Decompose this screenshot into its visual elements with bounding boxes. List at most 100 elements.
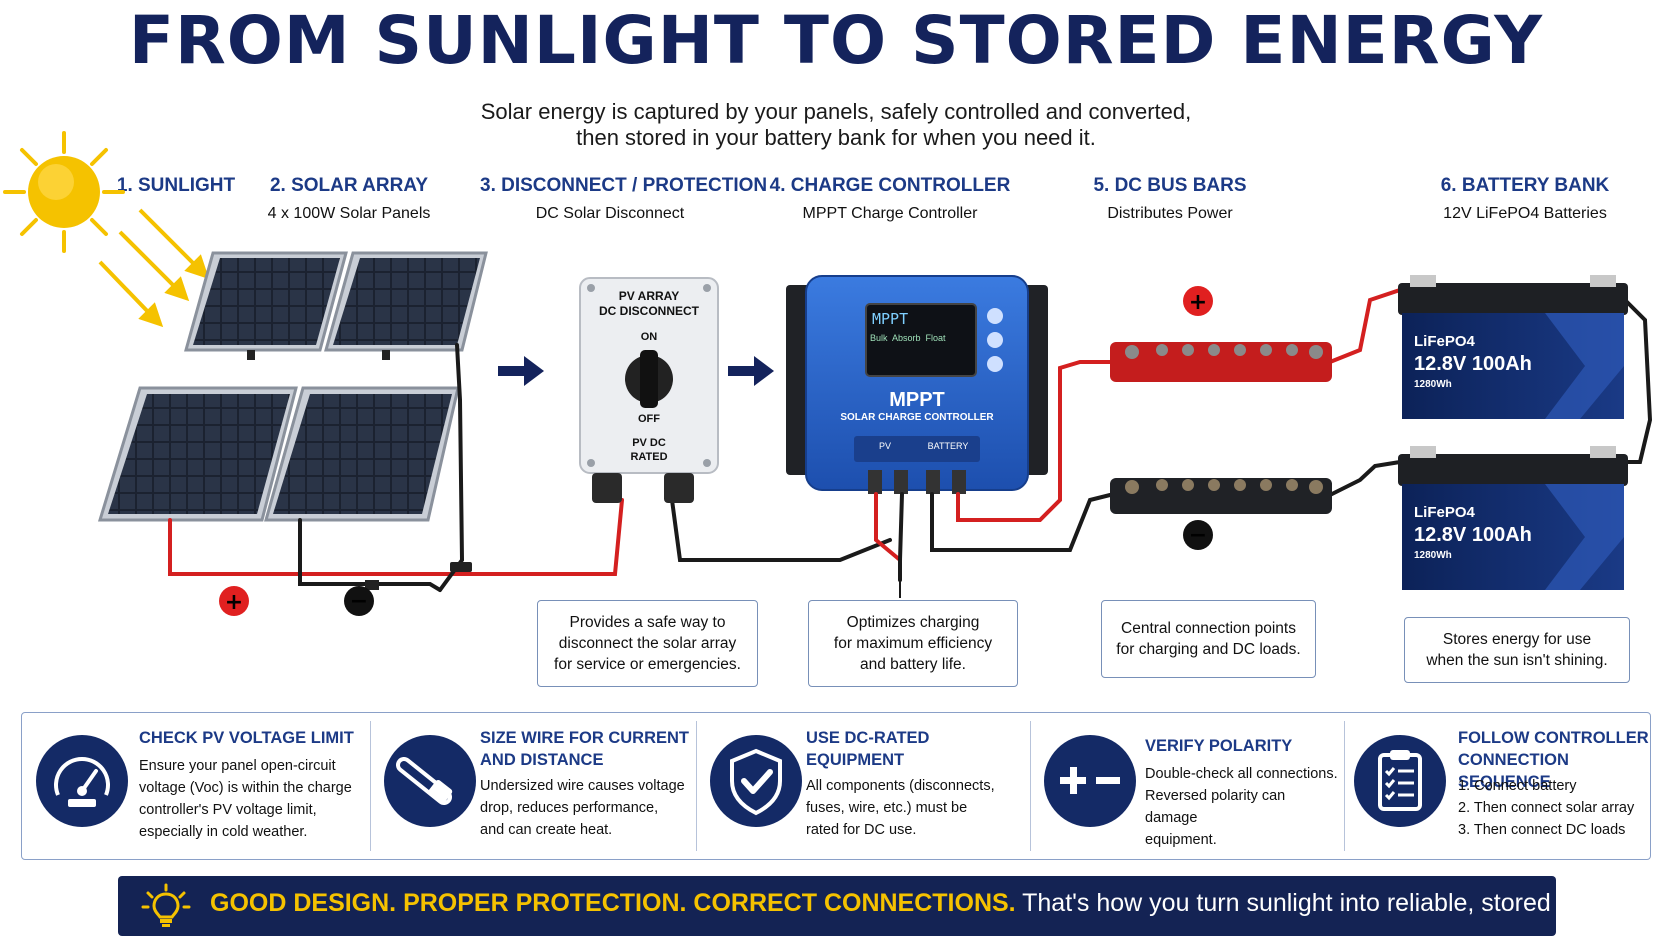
switch-off-label: OFF <box>638 413 660 425</box>
lightbulb-icon <box>141 883 191 927</box>
controller-screen-modes: Bulk Absorb Float <box>870 333 946 343</box>
battery-callout: Stores energy for use when the sun isn't… <box>1404 617 1630 683</box>
controller-pv-port-label: PV <box>878 441 891 451</box>
step-2-subheading: 4 x 100W Solar Panels <box>267 205 431 222</box>
battery-1-rating: 12.8V 100Ah <box>1414 353 1532 375</box>
tip-heading: USE DC-RATED EQUIPMENT <box>806 727 1006 771</box>
switch-on-label: ON <box>640 331 658 343</box>
tip-body-line: 1. Connect battery <box>1458 778 1577 794</box>
tip-pv-voltage: CHECK PV VOLTAGE LIMIT Ensure your panel… <box>22 713 367 859</box>
step-5-heading: 5. DC BUS BARS <box>1093 175 1247 196</box>
callout-line: for maximum efficiency <box>833 635 993 652</box>
svg-text:+: + <box>1189 290 1207 315</box>
tip-body-line: rated for DC use. <box>806 822 917 838</box>
plus-minus-icon <box>1044 735 1136 827</box>
callout-line: for service or emergencies. <box>554 656 741 673</box>
step-4-heading: 4. CHARGE CONTROLLER <box>769 175 1011 196</box>
negative-bus-bar <box>1110 478 1332 514</box>
dc-disconnect-switch <box>579 277 719 503</box>
step-3-heading: 3. DISCONNECT / PROTECTION <box>480 175 768 196</box>
controller-callout: Optimizes charging for maximum efficienc… <box>808 600 1018 687</box>
page-title: FROM SUNLIGHT TO STORED ENERGY <box>128 2 1544 79</box>
callout-line: disconnect the solar array <box>558 635 737 652</box>
step-5-subheading: Distributes Power <box>1107 205 1233 222</box>
positive-bus-bar <box>1110 342 1332 382</box>
tip-wire-size: SIZE WIRE FOR CURRENT AND DISTANCE Under… <box>372 713 694 859</box>
callout-line: and battery life. <box>860 656 966 673</box>
tip-body-line: 2. Then connect solar array <box>1458 800 1635 816</box>
tip-body-line: Double-check all connections. <box>1145 766 1338 782</box>
subtitle-line-2: then stored in your battery bank for whe… <box>576 125 1096 150</box>
tip-body-line: and can create heat. <box>480 822 613 838</box>
callout-line: Stores energy for use <box>1442 631 1592 648</box>
step-3-subheading: DC Solar Disconnect <box>535 205 685 222</box>
tip-heading-line: VERIFY POLARITY <box>1145 737 1293 755</box>
array-positive-marker: + <box>219 586 249 616</box>
busbar-callout: Central connection points for charging a… <box>1101 600 1316 678</box>
callout-line: Provides a safe way to <box>569 614 726 631</box>
tip-body-line: fuses, wire, etc.) must be <box>806 800 968 816</box>
controller-battery-port-label: BATTERY <box>927 441 969 451</box>
disconnect-rating-line-1: PV DC <box>632 437 666 449</box>
step-4-subheading: MPPT Charge Controller <box>802 205 978 222</box>
callout-line: Central connection points <box>1121 620 1296 637</box>
disconnect-rating-line-2: RATED <box>630 451 668 463</box>
tip-divider <box>1344 721 1345 851</box>
tip-body-line: 3. Then connect DC loads <box>1458 822 1626 838</box>
step-1-heading: 1. SUNLIGHT <box>116 175 236 196</box>
tip-body: Double-check all connections. Reversed p… <box>1145 763 1340 851</box>
flow-arrows <box>498 356 774 386</box>
footer-banner: GOOD DESIGN. PROPER PROTECTION. CORRECT … <box>118 876 1639 936</box>
tip-heading-line: CHECK PV VOLTAGE LIMIT <box>139 729 354 747</box>
controller-name: SOLAR CHARGE CONTROLLER <box>840 412 994 423</box>
array-wiring <box>168 343 892 592</box>
callout-line: when the sun isn't shining. <box>1426 652 1608 669</box>
disconnect-label-line-1: PV ARRAY <box>618 289 680 303</box>
tip-body: Undersized wire causes voltage drop, red… <box>480 775 692 841</box>
battery-1-energy: 1280Wh <box>1414 379 1452 390</box>
step-6-subheading: 12V LiFePO4 Batteries <box>1443 205 1607 222</box>
tip-body-line: All components (disconnects, <box>806 778 995 794</box>
tip-heading-line: SIZE WIRE FOR CURRENT <box>480 729 689 747</box>
tip-body-line: Undersized wire causes voltage <box>480 778 685 794</box>
clipboard-icon <box>1354 735 1446 827</box>
tip-connection-sequence: FOLLOW CONTROLLER CONNECTION SEQUENCE 1.… <box>1346 713 1650 859</box>
shield-check-icon <box>710 735 802 827</box>
callout-line: Optimizes charging <box>846 614 980 631</box>
disconnect-rating: PV DC RATED <box>580 436 718 464</box>
svg-text:−: − <box>1189 523 1207 548</box>
tip-heading-line: EQUIPMENT <box>806 751 905 769</box>
tip-body-line: Ensure your panel open-circuit <box>139 758 336 774</box>
tip-body: All components (disconnects, fuses, wire… <box>806 775 1024 841</box>
controller-wiring <box>874 288 1653 582</box>
tip-heading: CHECK PV VOLTAGE LIMIT <box>139 727 369 749</box>
step-6-heading: 6. BATTERY BANK <box>1440 175 1610 196</box>
tip-heading-line: USE DC-RATED <box>806 729 930 747</box>
battery-1 <box>1398 275 1628 419</box>
subtitle-line-1: Solar energy is captured by your panels,… <box>480 99 1192 124</box>
tip-dc-rated: USE DC-RATED EQUIPMENT All components (d… <box>698 713 1028 859</box>
tip-heading: SIZE WIRE FOR CURRENT AND DISTANCE <box>480 727 690 771</box>
footer-message-bold: GOOD DESIGN. PROPER PROTECTION. CORRECT … <box>210 889 1016 917</box>
tip-body-line: drop, reduces performance, <box>480 800 659 816</box>
tip-divider <box>1030 721 1031 851</box>
tip-body: Ensure your panel open-circuit voltage (… <box>139 755 367 843</box>
tip-body-line: equipment. <box>1145 832 1217 848</box>
tip-heading: FOLLOW CONTROLLER CONNECTION SEQUENCE <box>1458 727 1650 793</box>
tip-heading-line: AND DISTANCE <box>480 751 604 769</box>
footer-message-rest: That's how you turn sunlight into reliab… <box>1015 889 1640 917</box>
tip-heading-line: FOLLOW CONTROLLER <box>1458 729 1649 747</box>
solar-array <box>97 251 488 522</box>
callout-line: for charging and DC loads. <box>1116 641 1301 658</box>
battery-2-energy: 1280Wh <box>1414 550 1452 561</box>
disconnect-label: PV ARRAY DC DISCONNECT <box>580 289 718 319</box>
bus-positive-marker: + <box>1183 286 1213 316</box>
svg-text:+: + <box>225 590 243 615</box>
sunlight-rays <box>98 208 210 328</box>
tip-divider <box>370 721 371 851</box>
disconnect-callout: Provides a safe way to disconnect the so… <box>537 600 758 687</box>
battery-1-chemistry: LiFePO4 <box>1414 333 1475 350</box>
footer-message: GOOD DESIGN. PROPER PROTECTION. CORRECT … <box>210 889 1639 918</box>
tip-body-line: Reversed polarity can damage <box>1145 788 1286 826</box>
tip-body-line: especially in cold weather. <box>139 824 308 840</box>
